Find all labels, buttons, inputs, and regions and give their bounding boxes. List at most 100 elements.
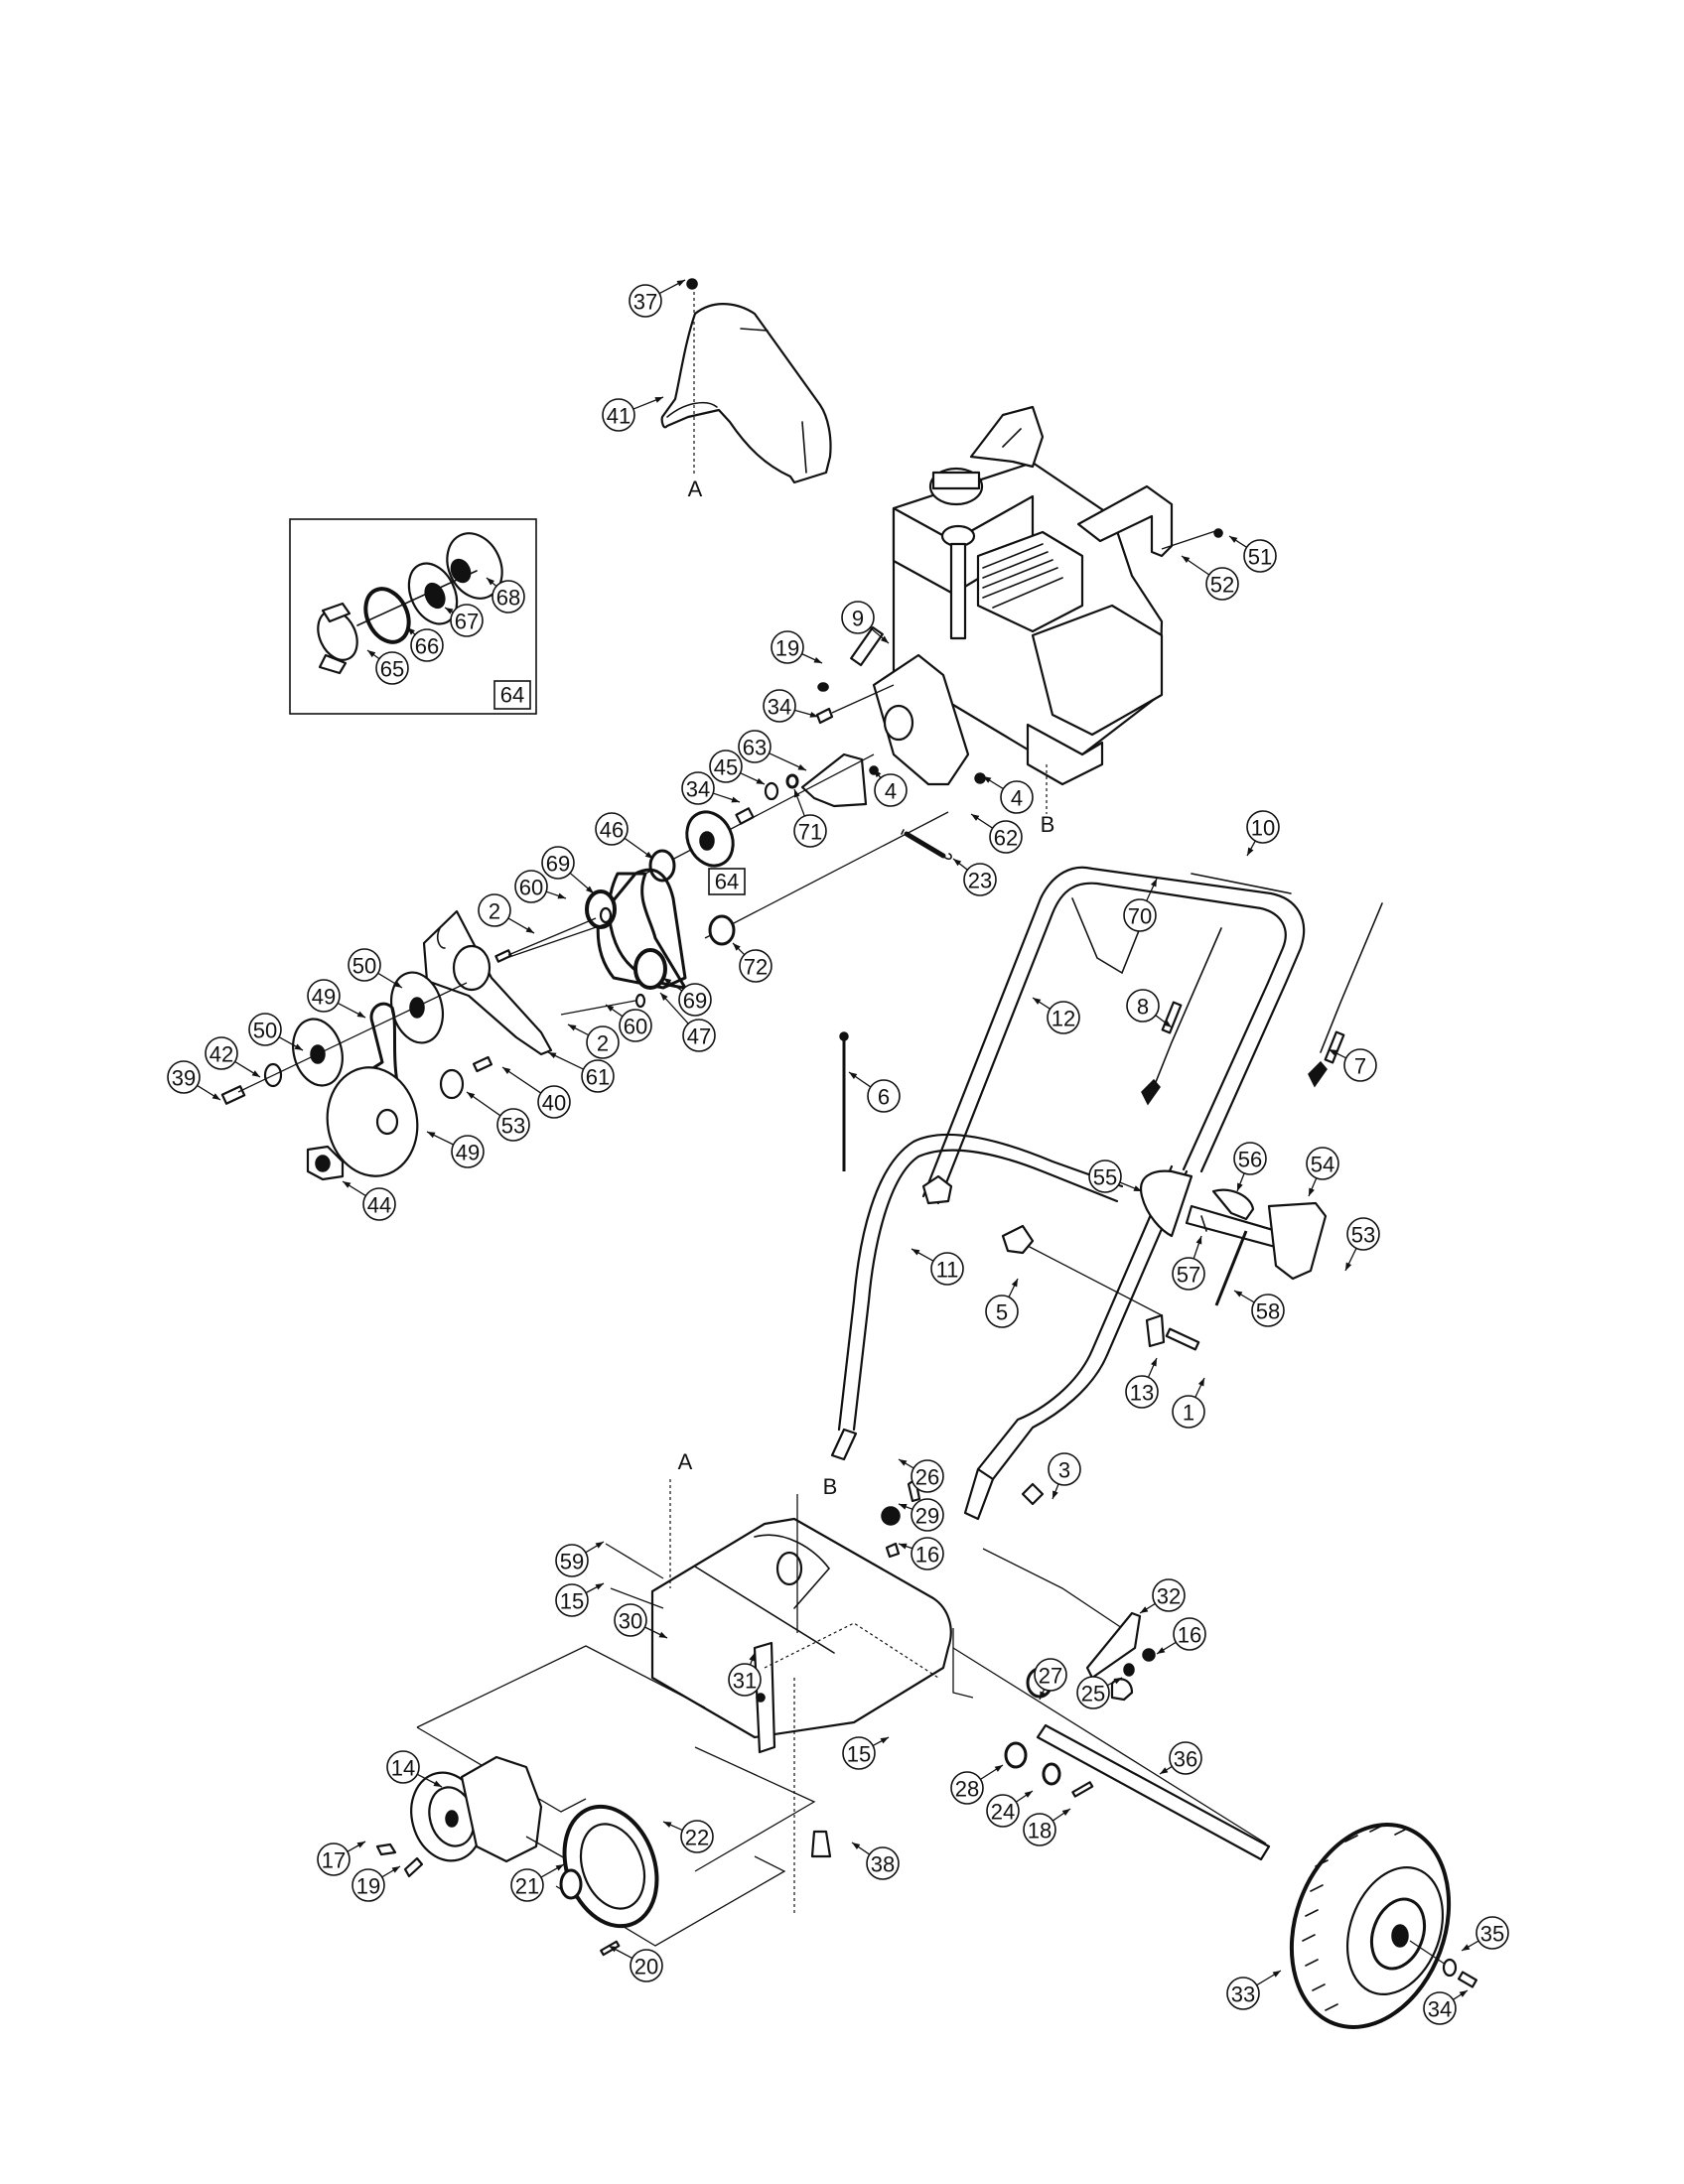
callout-49: 49 (426, 1131, 485, 1168)
callout-number: 15 (847, 1742, 871, 1767)
callout-circle (1125, 1375, 1159, 1409)
callout-circle (1126, 989, 1160, 1023)
callout-number: 1 (1183, 1401, 1194, 1426)
arrowhead-icon (733, 943, 741, 951)
callout-number: 51 (1248, 545, 1272, 570)
callout-circle (375, 651, 409, 685)
callout-number: 16 (1178, 1623, 1201, 1648)
callout-circle (630, 1949, 663, 1982)
callout-3: 3 (1048, 1452, 1081, 1500)
callout-circle (602, 398, 635, 432)
callout-7: 7 (1328, 1048, 1377, 1082)
clutch-assembly-label-box (708, 868, 746, 895)
arrowhead-icon (343, 1181, 351, 1188)
arrowhead-icon (356, 1842, 365, 1848)
callout-53: 53 (1344, 1217, 1380, 1272)
callout-circle (1172, 1257, 1205, 1291)
callout-26: 26 (898, 1458, 944, 1493)
callout-61: 61 (547, 1051, 615, 1093)
arrowhead-icon (557, 892, 566, 899)
callout-19: 19 (351, 1865, 401, 1902)
callout-circle (763, 689, 796, 723)
arrowhead-icon (1140, 1606, 1149, 1613)
callout-circle (586, 1025, 620, 1059)
arrowhead-icon (899, 1459, 908, 1466)
callout-number: 6 (878, 1085, 890, 1110)
callout-5: 5 (985, 1278, 1019, 1328)
callout-circle (1226, 1977, 1260, 2010)
callout-circle (682, 1019, 716, 1052)
callout-circle (555, 1583, 589, 1617)
arrowhead-icon (251, 1070, 260, 1077)
arrowhead-icon (585, 886, 594, 893)
arrowhead-icon (595, 1542, 604, 1549)
callout-circle (1172, 1395, 1205, 1429)
arrowhead-icon (813, 656, 822, 663)
callout-number: 11 (936, 1258, 959, 1283)
callout-71: 71 (793, 788, 827, 848)
callout-circle (678, 983, 712, 1017)
inset-assembly-label: 64 (500, 683, 524, 708)
callout-2: 2 (567, 1024, 620, 1059)
arrowhead-icon (809, 711, 818, 718)
tire-tread (1302, 1825, 1408, 2011)
callout-16: 16 (898, 1537, 944, 1570)
arrowhead-icon (555, 1864, 564, 1871)
callout-number: 69 (546, 852, 570, 877)
drive-pulley (220, 971, 493, 1181)
arrowhead-icon (1011, 1279, 1018, 1288)
callout-circle (167, 1060, 201, 1094)
arrowhead-icon (1329, 1049, 1337, 1056)
callout-4: 4 (982, 775, 1034, 814)
callout-number: 50 (352, 954, 376, 979)
arrowhead-icon (445, 608, 454, 614)
callout-number: 17 (322, 1848, 346, 1873)
callout-24: 24 (986, 1790, 1034, 1828)
arrowhead-icon (407, 627, 415, 635)
inset-assembly-label-box (493, 680, 531, 710)
callout-10: 10 (1246, 810, 1280, 857)
callout-39: 39 (167, 1060, 221, 1101)
arrowhead-icon (797, 763, 806, 770)
arrowhead-icon (525, 926, 534, 933)
callout-circle (739, 949, 772, 983)
arrowhead-icon (433, 1780, 442, 1787)
arrowhead-icon (660, 993, 668, 1001)
callout-circle (348, 948, 381, 982)
callout-number: 5 (996, 1300, 1008, 1325)
callout-circle (681, 771, 715, 805)
callout-circle (514, 870, 548, 903)
callout-number: 36 (1174, 1747, 1197, 1772)
arrowhead-icon (880, 1737, 889, 1744)
callout-number: 53 (1351, 1223, 1375, 1248)
callout-circle (1346, 1217, 1380, 1251)
arrowhead-icon (1237, 1182, 1243, 1191)
arrowhead-icon (1229, 536, 1238, 543)
arrowhead-icon (676, 280, 685, 287)
callout-number: 20 (634, 1955, 658, 1979)
callout-11: 11 (911, 1248, 964, 1286)
callout-31: 31 (728, 1652, 762, 1697)
callout-53: 53 (466, 1091, 530, 1142)
callout-number: 49 (312, 985, 336, 1010)
callout-62: 62 (970, 813, 1023, 854)
arrowhead-icon (1157, 1647, 1166, 1654)
callout-number: 2 (489, 899, 500, 924)
arrowhead-icon (1113, 1678, 1122, 1685)
callout-circle (386, 1750, 420, 1784)
callout-34: 34 (681, 771, 741, 805)
callout-40: 40 (501, 1066, 571, 1119)
arrowhead-icon (595, 1583, 604, 1590)
arrowhead-icon (849, 1072, 858, 1079)
callout-number: 69 (683, 989, 707, 1014)
arrowhead-icon (1462, 1944, 1471, 1951)
callout-circle (541, 846, 575, 880)
callout-56: 56 (1233, 1142, 1267, 1192)
callout-number: 62 (994, 826, 1018, 851)
callout-circle (989, 820, 1023, 854)
callout-33: 33 (1226, 1970, 1282, 2010)
chassis-frame (605, 1477, 1045, 1916)
spring-and-pulley (704, 811, 952, 946)
arrowhead-icon (467, 1092, 476, 1100)
callout-circle (307, 979, 341, 1013)
